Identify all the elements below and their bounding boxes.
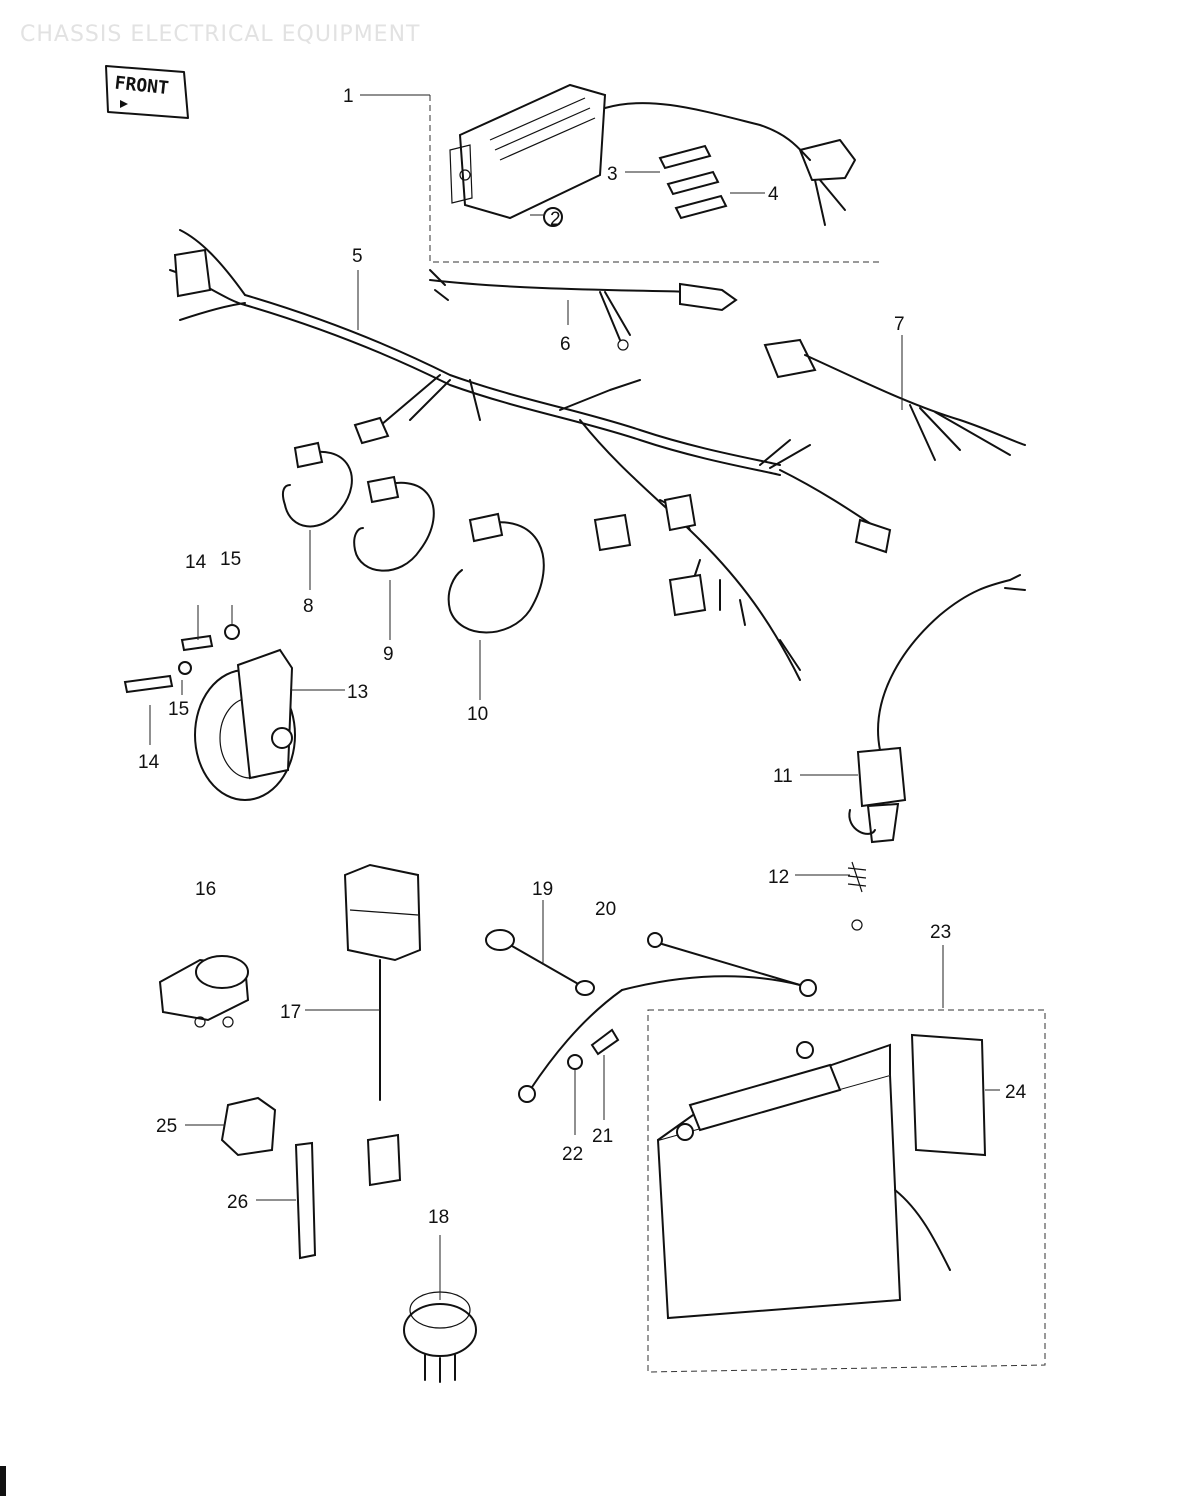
- sub-harness: [429, 269, 738, 351]
- callout-25: 25: [156, 1116, 177, 1137]
- page-title: CHASSIS ELECTRICAL EQUIPMENT: [20, 22, 421, 47]
- callout-13: 13: [347, 682, 368, 703]
- callout-4: 4: [768, 184, 779, 205]
- callout-26: 26: [227, 1192, 248, 1213]
- ignition-switch: [403, 1291, 477, 1383]
- harness-clamps: [281, 441, 545, 634]
- page-edge-mark: [0, 1466, 6, 1496]
- tail-harness: [763, 338, 1026, 461]
- fuse-holder: [220, 1096, 317, 1260]
- callout-9: 9: [383, 644, 394, 665]
- callout-15-lower: 15: [168, 699, 189, 720]
- callout-22: 22: [562, 1144, 583, 1165]
- main-wiring-harness: [169, 229, 892, 681]
- callout-11: 11: [773, 766, 793, 787]
- brake-light-switch: [847, 574, 1026, 931]
- voltage-regulator: [343, 863, 422, 1187]
- front-badge-outline: [105, 65, 189, 119]
- callout-24: 24: [1005, 1082, 1027, 1103]
- callout-1: 1: [343, 86, 354, 107]
- callout-7: 7: [894, 314, 905, 335]
- callout-16: 16: [195, 879, 216, 900]
- callout-3: 3: [607, 164, 618, 185]
- callout-21: 21: [592, 1126, 613, 1147]
- callout-19: 19: [532, 879, 553, 900]
- callout-18: 18: [428, 1207, 449, 1228]
- callout-14-lower: 14: [138, 752, 160, 773]
- callout-17: 17: [280, 1002, 301, 1023]
- regulator-group: [429, 83, 880, 263]
- callout-12: 12: [768, 867, 789, 888]
- ground-cables: [485, 929, 817, 1103]
- callout-14-upper: 14: [185, 552, 207, 573]
- front-direction-badge: FRONT: [105, 65, 189, 119]
- callout-23: 23: [930, 922, 951, 943]
- callout-15-upper: 15: [220, 549, 241, 570]
- leader-lines: [149, 94, 1000, 1300]
- horn-assembly: [123, 624, 296, 801]
- callout-20: 20: [595, 899, 616, 920]
- callout-numbers: 1 2 3 4 5 6 7 8 9 10 11 12 13 14 15 14 1…: [138, 86, 1027, 1228]
- turn-signal-relay: [158, 955, 250, 1028]
- callout-2: 2: [550, 209, 561, 230]
- battery-assembly: [647, 1009, 1046, 1373]
- callout-6: 6: [560, 334, 571, 355]
- callout-10: 10: [467, 704, 488, 725]
- front-arrow-icon: [120, 100, 128, 108]
- callout-5: 5: [352, 246, 363, 267]
- callout-8: 8: [303, 596, 314, 617]
